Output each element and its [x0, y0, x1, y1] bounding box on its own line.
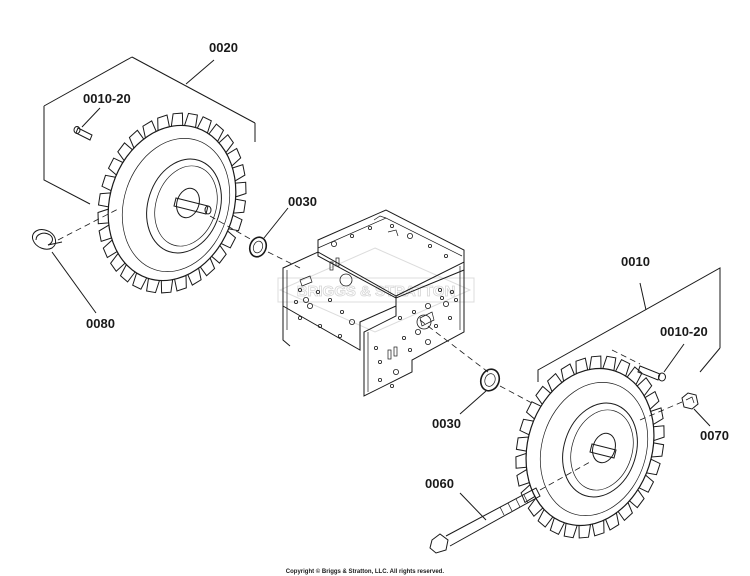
- frame-hole: [397, 315, 402, 320]
- frame-hole: [443, 253, 448, 258]
- tread-lug: [160, 279, 174, 294]
- frame-axle-hole: [339, 273, 353, 287]
- frame-hole: [411, 309, 416, 314]
- copyright-notice: Copyright © Briggs & Stratton, LLC. All …: [286, 568, 445, 575]
- frame-hole: [453, 297, 458, 302]
- frame-hole: [306, 302, 313, 309]
- tread-lug: [588, 355, 602, 371]
- frame-hole: [406, 232, 413, 239]
- tread-lug: [652, 425, 665, 442]
- watermark: BRIGGS & STRATTON: [277, 247, 475, 333]
- right-valve-stem: [637, 365, 666, 382]
- hairpin-clip: [31, 229, 63, 250]
- hex-nut: [681, 392, 699, 410]
- frame-hole: [367, 225, 372, 230]
- frame-hole: [315, 289, 320, 294]
- frame-hole: [330, 240, 337, 247]
- callout-0060: 0060: [425, 476, 454, 491]
- frame-hole: [302, 296, 309, 303]
- frame-hole: [377, 359, 382, 364]
- right-wheel-assembly: [515, 355, 666, 539]
- frame-hole: [414, 328, 421, 335]
- frame-hole: [349, 233, 354, 238]
- callout-bracket-0010: [537, 267, 721, 382]
- frame-hole: [401, 335, 406, 340]
- frame-hole: [327, 297, 332, 302]
- callout-0030-upper: 0030: [288, 194, 317, 209]
- frame-hole: [389, 223, 394, 228]
- frame-hole: [392, 368, 399, 375]
- callout-0010-20-left: 0010-20: [83, 91, 131, 106]
- frame-hole: [424, 338, 431, 345]
- frame-hole: [449, 289, 454, 294]
- left-wheel-assembly: [73, 112, 247, 294]
- frame-hole: [377, 377, 382, 382]
- frame-hole: [437, 287, 442, 292]
- axle-bolt: [429, 487, 541, 554]
- frame-hole: [447, 315, 452, 320]
- frame-hole: [427, 243, 432, 248]
- frame-hole: [433, 323, 438, 328]
- frame-bracket: [282, 209, 465, 397]
- frame-hole: [424, 302, 431, 309]
- callout-0010: 0010: [621, 254, 650, 269]
- frame-hole: [337, 333, 342, 338]
- left-tire-tread: [97, 112, 247, 294]
- tread-lug: [515, 452, 528, 469]
- callout-0020: 0020: [209, 40, 238, 55]
- tread-lug: [170, 112, 184, 127]
- callout-0030-lower: 0030: [432, 416, 461, 431]
- frame-hole: [389, 383, 394, 388]
- callout-0070: 0070: [700, 428, 729, 443]
- tread-lug: [234, 181, 247, 198]
- tread-lug: [578, 523, 592, 539]
- frame-hole: [442, 300, 449, 307]
- washer-upper: [248, 236, 268, 258]
- washer-lower: [479, 368, 501, 392]
- frame-axle-hole: [416, 314, 432, 330]
- frame-hole: [293, 299, 298, 304]
- callout-0080: 0080: [86, 316, 115, 331]
- callout-bracket-0020: [43, 56, 256, 205]
- frame-hole: [407, 347, 412, 352]
- frame-hole: [317, 323, 322, 328]
- frame-hole: [439, 295, 444, 300]
- frame-hole: [373, 345, 378, 350]
- frame-hole: [297, 315, 302, 320]
- frame-hole: [297, 287, 302, 292]
- callout-0010-20-right: 0010-20: [660, 324, 708, 339]
- svg-text:BRIGGS & STRATTON: BRIGGS & STRATTON: [297, 283, 456, 300]
- left-valve-stem: [73, 126, 93, 141]
- frame-hole: [348, 318, 355, 325]
- frame-hole: [339, 309, 344, 314]
